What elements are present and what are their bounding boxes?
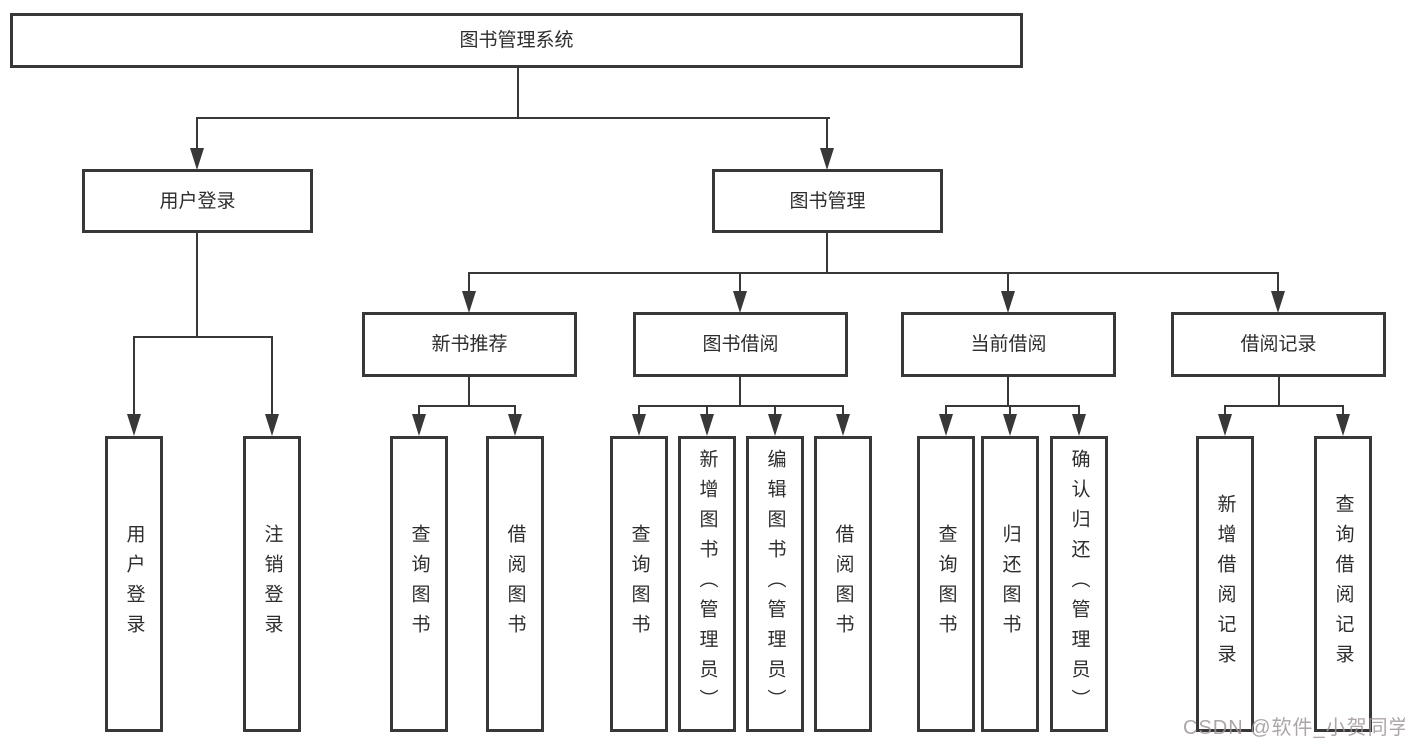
leaf-add-borrow-record: 新增借阅记录 [1196, 436, 1254, 732]
connector-line [638, 405, 640, 416]
leaf-label: 查询借阅记录 [1332, 494, 1354, 674]
node-current-borrowing: 当前借阅 [901, 312, 1116, 377]
node-label: 图书管理 [789, 190, 866, 212]
node-label: 借阅记录 [1240, 334, 1317, 355]
leaf-label: 查询图书 [628, 524, 650, 644]
leaf-label: 新增借阅记录 [1214, 494, 1236, 674]
connector-line [133, 336, 273, 338]
leaf-label: 归还图书 [999, 524, 1021, 644]
connector-line [468, 272, 470, 294]
arrow-down-icon [820, 148, 834, 170]
leaf-label: 借阅图书 [504, 524, 526, 644]
connector-line [1007, 272, 1009, 294]
arrow-down-icon [768, 414, 782, 436]
connector-line [196, 232, 198, 338]
arrow-down-icon [127, 414, 141, 436]
arrow-down-icon [462, 291, 476, 313]
connector-line [842, 405, 844, 416]
connector-line [133, 336, 135, 416]
connector-line [1277, 272, 1279, 294]
connector-line [706, 405, 708, 416]
leaf-query-books-borrowing: 查询图书 [610, 436, 668, 732]
arrow-down-icon [265, 414, 279, 436]
connector-line [468, 377, 470, 407]
arrow-down-icon [412, 414, 426, 436]
connector-line [945, 405, 947, 416]
connector-line [517, 68, 519, 119]
connector-line [1009, 405, 1011, 416]
leaf-add-book-admin: 新增图书（管理员） [678, 436, 736, 732]
leaf-borrow-books-recommend: 借阅图书 [486, 436, 544, 732]
connector-line [1342, 405, 1344, 416]
node-user-login: 用户登录 [82, 169, 313, 233]
connector-line [1224, 405, 1226, 416]
arrow-down-icon [508, 414, 522, 436]
connector-line [196, 117, 198, 151]
arrow-down-icon [1072, 414, 1086, 436]
arrow-down-icon [700, 414, 714, 436]
node-borrowing-records: 借阅记录 [1171, 312, 1386, 377]
watermark: CSDN @软件_小贺同学 [1183, 717, 1405, 739]
connector-line [826, 232, 828, 274]
arrow-down-icon [1003, 414, 1017, 436]
connector-line [1007, 377, 1009, 407]
arrow-down-icon [1001, 291, 1015, 313]
arrow-down-icon [939, 414, 953, 436]
arrow-down-icon [190, 148, 204, 170]
connector-line [1278, 377, 1280, 407]
arrow-down-icon [836, 414, 850, 436]
node-book-borrowing: 图书借阅 [633, 312, 848, 377]
connector-line [271, 336, 273, 416]
leaf-label: 查询图书 [408, 524, 430, 644]
node-label: 图书管理系统 [459, 30, 574, 51]
node-label: 新书推荐 [431, 334, 508, 355]
leaf-label: 注销登录 [261, 524, 283, 644]
connector-line [418, 405, 516, 407]
connector-line [1224, 405, 1344, 407]
leaf-label: 确认归还（管理员） [1068, 449, 1090, 719]
connector-line [739, 377, 741, 407]
connector-line [514, 405, 516, 416]
node-book-management: 图书管理 [712, 169, 943, 233]
leaf-label: 借阅图书 [832, 524, 854, 644]
node-new-book-recommend: 新书推荐 [362, 312, 577, 377]
leaf-query-borrow-record: 查询借阅记录 [1314, 436, 1372, 732]
connector-line [945, 405, 1079, 407]
leaf-label: 用户登录 [123, 524, 145, 644]
connector-line [196, 117, 830, 119]
leaf-label: 编辑图书（管理员） [764, 449, 786, 719]
node-label: 用户登录 [159, 190, 236, 212]
arrow-down-icon [733, 291, 747, 313]
connector-line [469, 272, 1279, 274]
leaf-return-book: 归还图书 [981, 436, 1039, 732]
node-label: 图书借阅 [702, 334, 779, 355]
leaf-confirm-return-admin: 确认归还（管理员） [1050, 436, 1108, 732]
arrow-down-icon [1271, 291, 1285, 313]
connector-line [774, 405, 776, 416]
connector-line [638, 405, 844, 407]
arrow-down-icon [632, 414, 646, 436]
leaf-query-books-current: 查询图书 [917, 436, 975, 732]
connector-line [826, 117, 828, 151]
node-label: 当前借阅 [970, 334, 1047, 355]
leaf-borrow-books-borrowing: 借阅图书 [814, 436, 872, 732]
connector-line [418, 405, 420, 416]
connector-line [1078, 405, 1080, 416]
leaf-label: 新增图书（管理员） [696, 449, 718, 719]
arrow-down-icon [1218, 414, 1232, 436]
leaf-logout: 注销登录 [243, 436, 301, 732]
connector-line [739, 272, 741, 294]
leaf-label: 查询图书 [935, 524, 957, 644]
leaf-edit-book-admin: 编辑图书（管理员） [746, 436, 804, 732]
leaf-user-login: 用户登录 [105, 436, 163, 732]
leaf-query-books-recommend: 查询图书 [390, 436, 448, 732]
node-library-system: 图书管理系统 [10, 13, 1023, 68]
arrow-down-icon [1336, 414, 1350, 436]
